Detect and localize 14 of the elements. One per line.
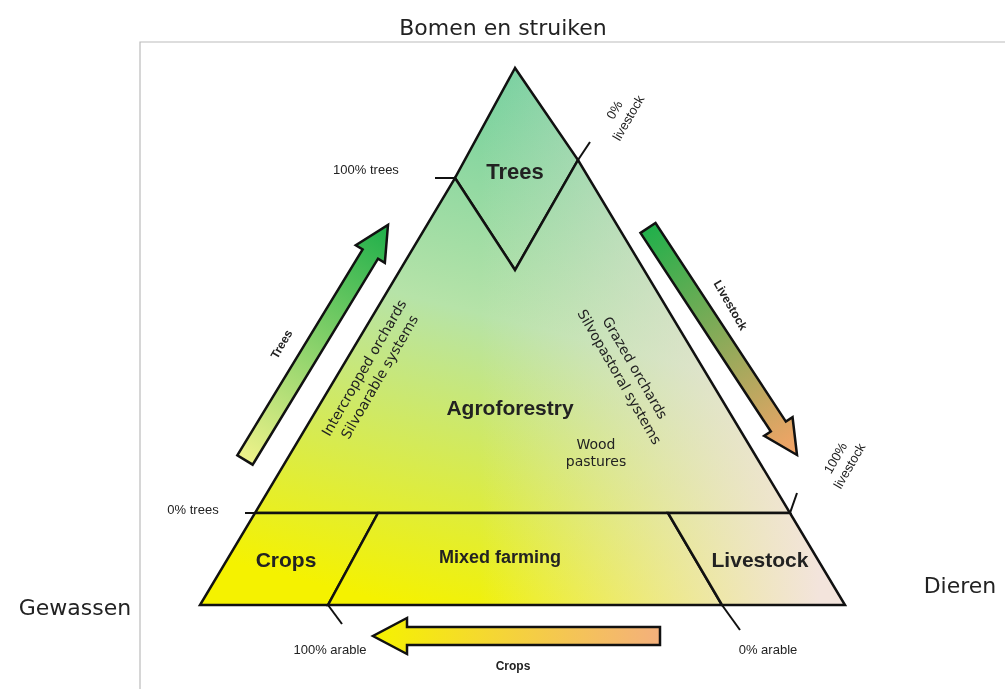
corner-label: Bomen en struiken <box>398 14 608 42</box>
scale-label: 100% trees <box>332 162 400 179</box>
region-title: Mixed farming <box>438 545 562 568</box>
corner-label: Gewassen <box>17 594 133 622</box>
system-label: Wood pastures <box>564 435 627 471</box>
arrow-label: Crops <box>494 658 532 674</box>
region-title: Agroforestry <box>445 395 575 421</box>
scale-label: 0% arable <box>737 642 799 659</box>
region-title: Crops <box>254 547 318 573</box>
scale-label: 100% arable <box>292 642 368 659</box>
corner-label: Dieren <box>922 572 998 600</box>
region-title: Trees <box>485 158 545 186</box>
region-title: Livestock <box>710 547 810 573</box>
scale-label: 0% trees <box>166 502 220 519</box>
